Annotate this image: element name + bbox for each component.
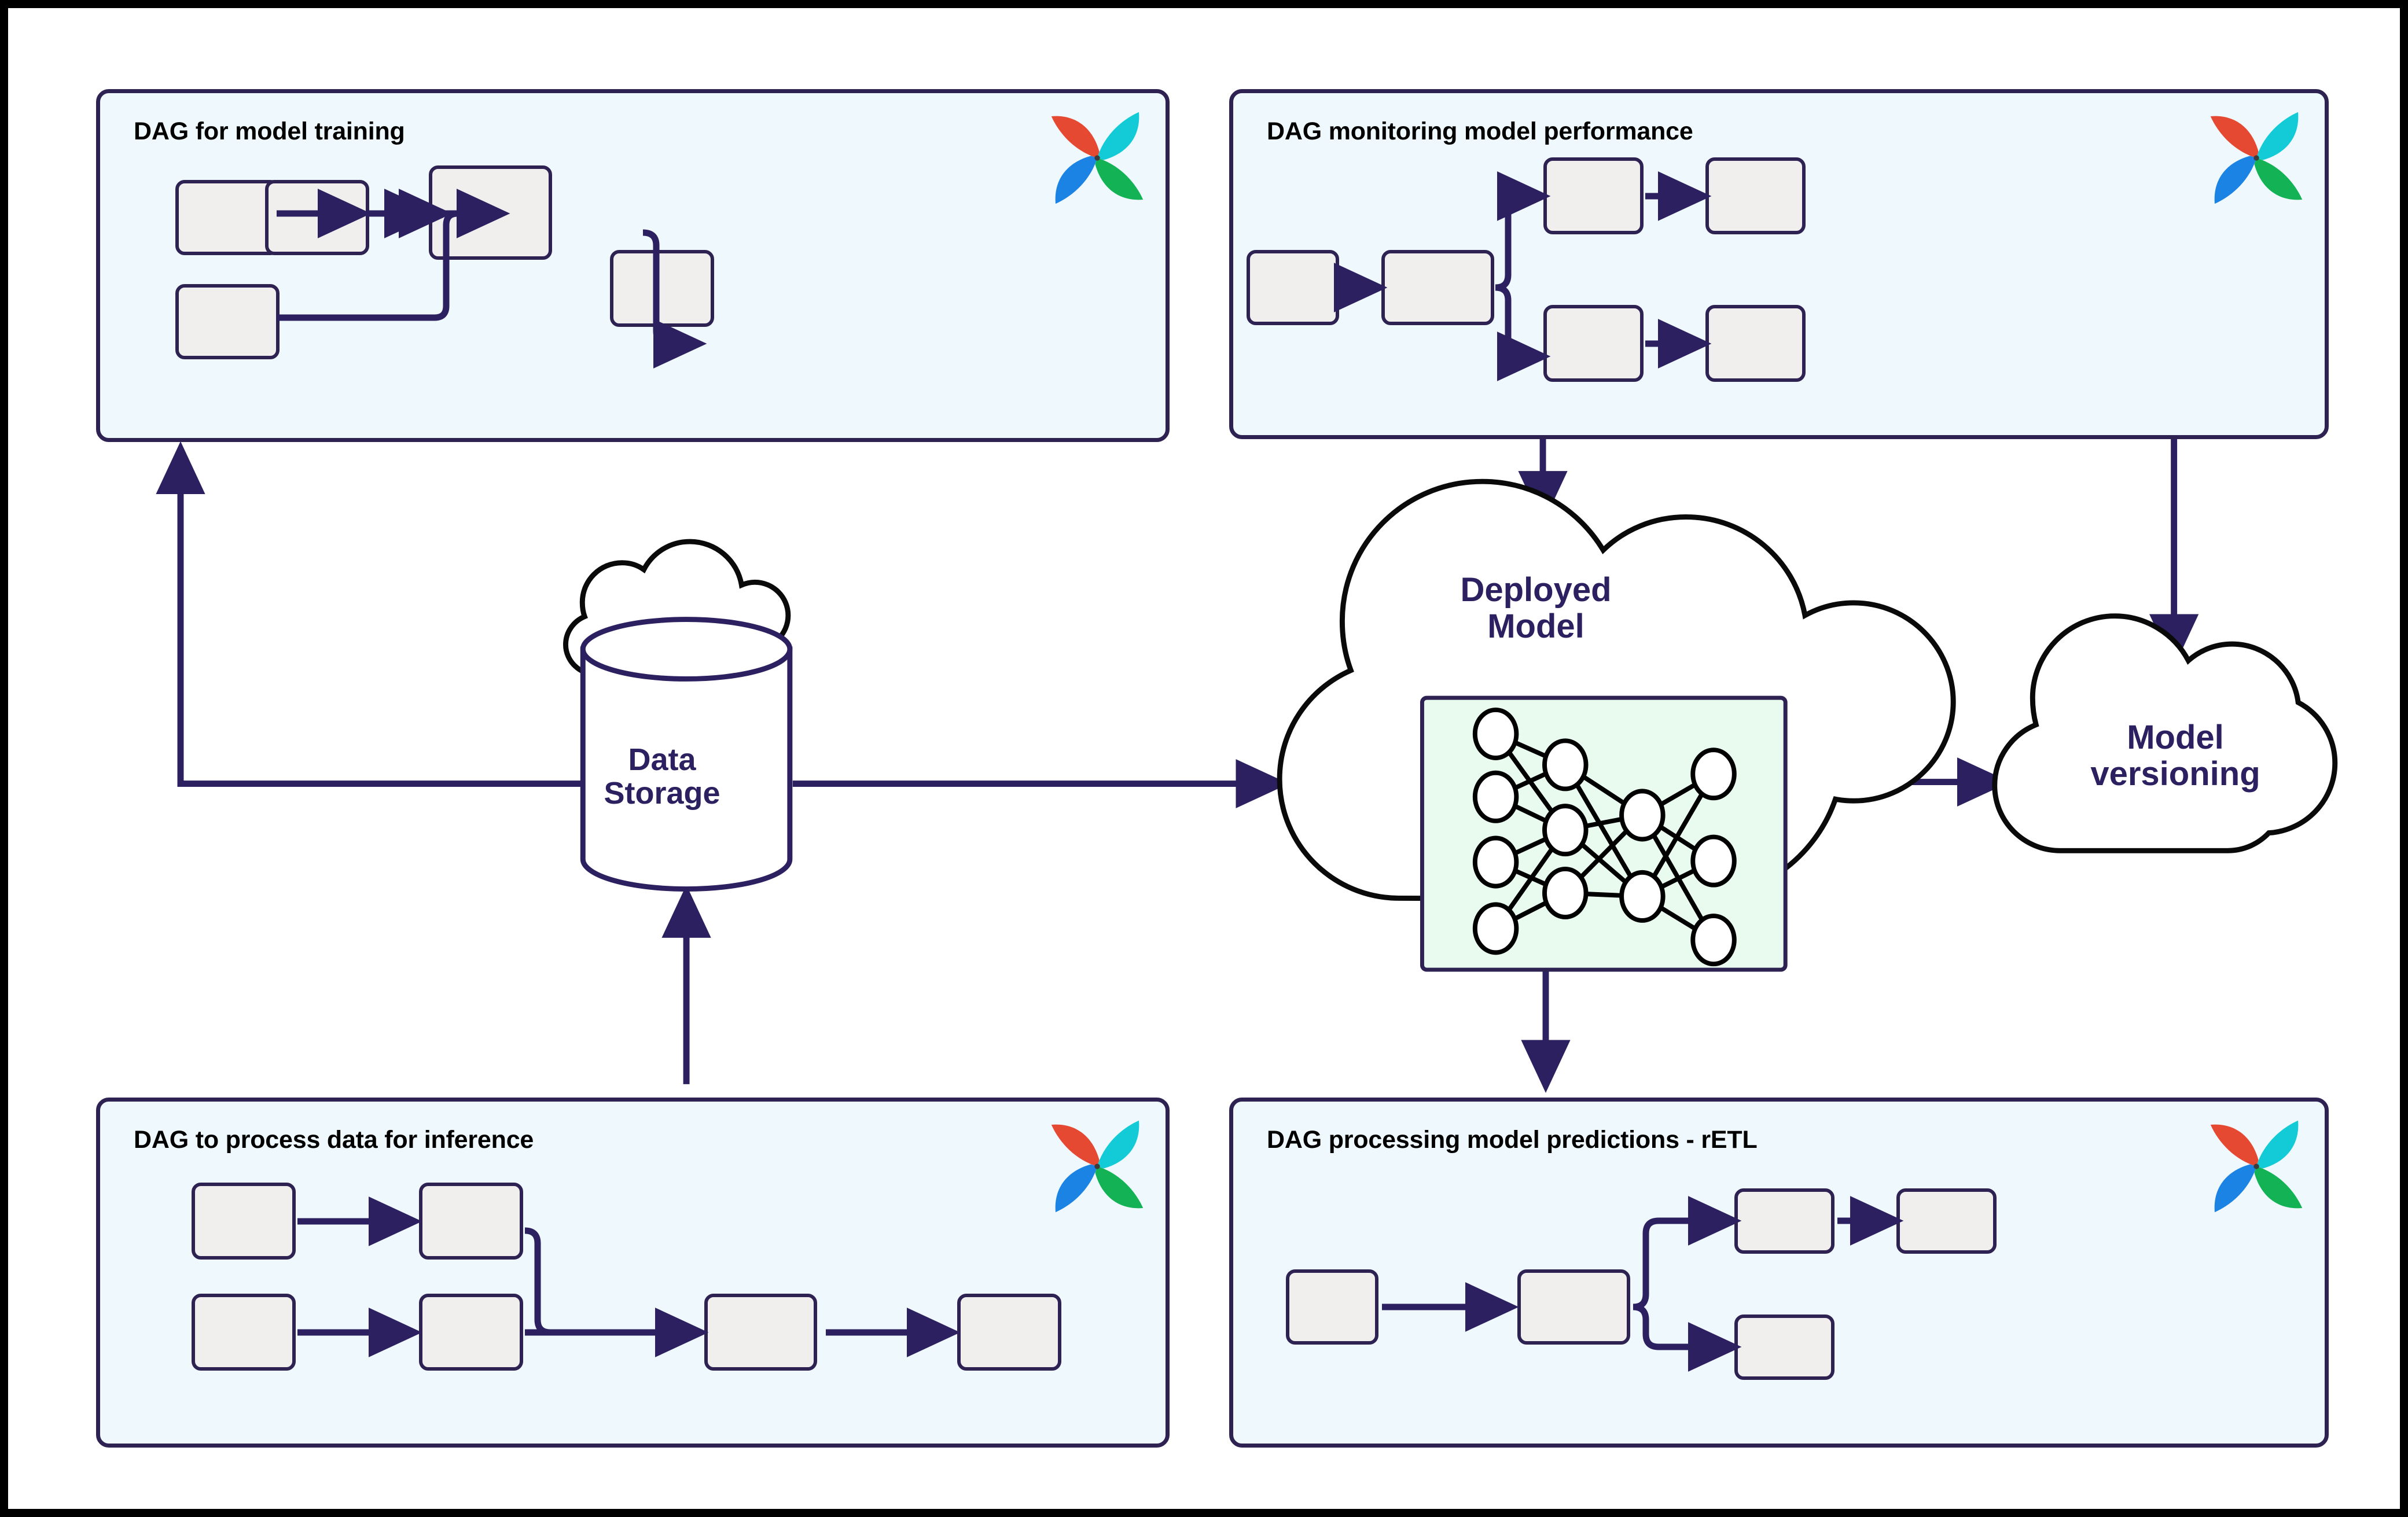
- task-node[interactable]: [704, 1294, 817, 1371]
- arrow-storage-to-training: [156, 441, 617, 787]
- panel-retl-connectors: [1382, 1196, 1904, 1372]
- task-node[interactable]: [1517, 1269, 1630, 1345]
- panel-title-dag-retl: DAG processing model predictions - rETL: [1267, 1126, 1758, 1154]
- airflow-pinwheel-icon: [1051, 1120, 1144, 1213]
- task-node[interactable]: [419, 1183, 523, 1260]
- task-node[interactable]: [1896, 1188, 1997, 1254]
- deployed-model-label: Deployed Model: [1460, 571, 1612, 645]
- airflow-pinwheel-icon: [2210, 112, 2303, 204]
- storage-cylinder-body: [580, 646, 793, 892]
- task-node[interactable]: [1705, 157, 1806, 234]
- task-node[interactable]: [1286, 1269, 1378, 1345]
- task-node[interactable]: [1381, 250, 1494, 325]
- airflow-pinwheel-icon: [1051, 112, 1144, 204]
- task-node[interactable]: [1734, 1315, 1835, 1380]
- neural-network-diagram: [1420, 695, 1788, 972]
- panel-inference-connectors: [297, 1196, 961, 1357]
- storage-cylinder-top: [580, 617, 793, 682]
- task-node[interactable]: [175, 284, 280, 359]
- panel-training-connectors: [277, 189, 707, 369]
- panel-dag-inference[interactable]: DAG to process data for inference: [96, 1098, 1170, 1448]
- task-node[interactable]: [610, 250, 714, 327]
- data-storage-node: [563, 539, 793, 892]
- panel-title-dag-monitoring: DAG monitoring model performance: [1267, 117, 1693, 145]
- task-node[interactable]: [192, 1294, 296, 1371]
- panel-monitoring-connectors: [1334, 171, 1712, 381]
- data-storage-label: Data Storage: [604, 742, 720, 811]
- panel-title-dag-training: DAG for model training: [134, 117, 405, 145]
- task-node[interactable]: [1247, 250, 1339, 325]
- panel-dag-retl[interactable]: DAG processing model predictions - rETL: [1229, 1098, 2329, 1448]
- nn-nodes: [1472, 707, 1737, 967]
- model-versioning-label: Model versioning: [2090, 719, 2260, 793]
- airflow-pinwheel-icon: [2210, 1120, 2303, 1213]
- task-node[interactable]: [192, 1183, 296, 1260]
- connector-layer: [156, 435, 2338, 1093]
- model-versioning-cloud: [1992, 613, 2338, 853]
- panel-title-dag-inference: DAG to process data for inference: [134, 1126, 534, 1154]
